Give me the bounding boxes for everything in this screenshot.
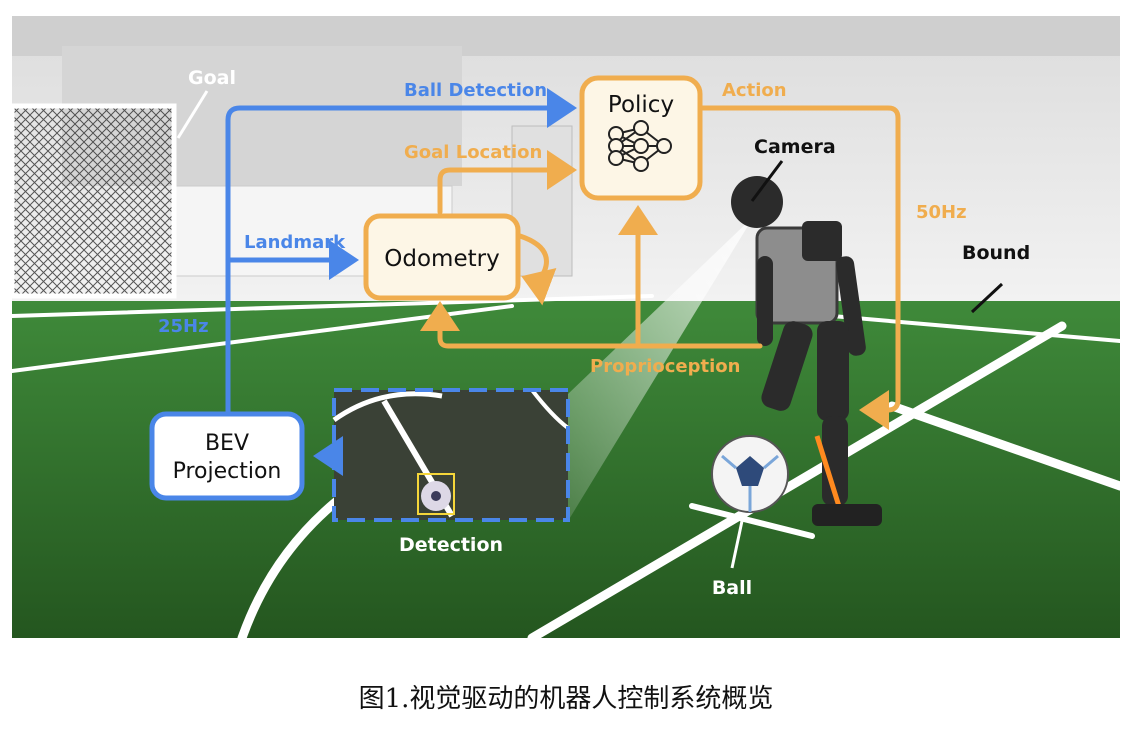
label-ball-detection: Ball Detection bbox=[404, 80, 547, 101]
label-ball: Ball bbox=[712, 577, 752, 599]
blue-connectors bbox=[225, 88, 577, 476]
humanoid-robot bbox=[731, 176, 882, 526]
camera-view-beam bbox=[568, 216, 754, 521]
odometry-label: Odometry bbox=[384, 246, 499, 272]
label-detection: Detection bbox=[399, 534, 503, 556]
label-goal-location: Goal Location bbox=[404, 142, 542, 163]
goal-net bbox=[12, 106, 172, 296]
policy-label: Policy bbox=[608, 92, 674, 118]
orange-connectors bbox=[420, 105, 901, 430]
field-lines bbox=[12, 294, 1120, 638]
pointer-lines bbox=[176, 90, 1004, 569]
label-goal: Goal bbox=[188, 67, 236, 89]
label-action: Action bbox=[722, 80, 787, 101]
label-landmark: Landmark bbox=[244, 232, 346, 253]
system-diagram-figure: Policy Odometry BEV Projection Goal Ball… bbox=[12, 16, 1120, 638]
label-bound: Bound bbox=[962, 242, 1030, 264]
label-25hz: 25Hz bbox=[158, 316, 209, 337]
bev-label-line2: Projection bbox=[173, 459, 282, 484]
goal-frame bbox=[12, 103, 177, 299]
bev-projection-box[interactable]: BEV Projection bbox=[149, 411, 305, 501]
annotation-labels: Goal Ball Detection Goal Location Action… bbox=[158, 67, 1030, 599]
figure-caption: 图1.视觉驱动的机器人控制系统概览 bbox=[358, 684, 774, 714]
bev-label-line1: BEV bbox=[205, 431, 249, 456]
label-proprioception: Proprioception bbox=[590, 356, 740, 377]
odometry-box[interactable]: Odometry bbox=[363, 213, 521, 301]
label-camera: Camera bbox=[754, 136, 836, 158]
label-50hz: 50Hz bbox=[916, 202, 967, 223]
detection-inset[interactable] bbox=[332, 388, 570, 522]
neural-network-icon bbox=[608, 120, 672, 172]
policy-box[interactable]: Policy bbox=[579, 75, 703, 201]
soccer-ball bbox=[711, 435, 789, 513]
